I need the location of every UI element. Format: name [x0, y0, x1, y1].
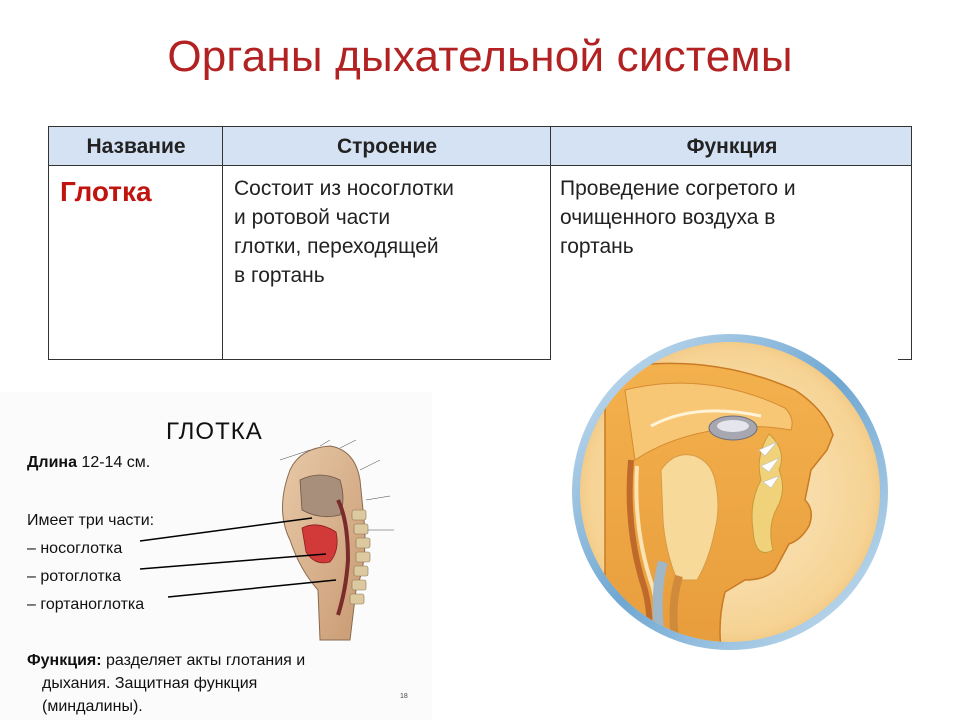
table-divider-2: [550, 126, 551, 360]
function-line: гортань: [560, 235, 634, 258]
table-border-bottom-right: [898, 359, 912, 360]
structure-cell: Состоит из носоглотки и ротовой части гл…: [234, 174, 454, 290]
page-number: 18: [400, 693, 408, 700]
structure-line: и ротовой части: [234, 206, 391, 229]
pharynx-function: Функция: разделяет акты глотания и: [27, 650, 305, 672]
part-nasopharynx: – носоглотка: [27, 540, 123, 557]
pharynx-circle-illustration: [572, 334, 888, 650]
pharynx-length: Длина 12-14 см.: [27, 452, 150, 474]
table-divider-1: [222, 126, 223, 360]
table-border-right: [911, 126, 912, 360]
header-function: Функция: [686, 135, 778, 158]
part-oropharynx: – ротоглотка: [27, 568, 121, 585]
function-line: Проведение согретого и: [560, 177, 796, 200]
function-line: очищенного воздуха в: [560, 206, 776, 229]
slide-title: Органы дыхательной системы: [167, 32, 793, 81]
table-border-bottom: [48, 359, 551, 360]
length-label: Длина: [27, 454, 77, 471]
part-laryngopharynx: – гортаноглотка: [27, 596, 145, 613]
structure-line: глотки, переходящей: [234, 235, 439, 258]
pharynx-figure-title: ГЛОТКА: [166, 418, 263, 445]
sagittal-section-illustration: [279, 440, 394, 641]
header-structure: Строение: [336, 135, 438, 158]
function-cell: Проведение согретого и очищенного воздух…: [560, 174, 796, 261]
function-line: дыхания. Защитная функция: [42, 675, 258, 692]
header-name: Название: [86, 135, 186, 158]
organ-name: Глотка: [60, 176, 152, 207]
structure-line: Состоит из носоглотки: [234, 177, 454, 200]
function-line: (миндалины).: [42, 698, 143, 715]
function-label: Функция:: [27, 652, 102, 669]
length-value: 12-14 см.: [81, 454, 151, 471]
organ-table: Название Строение Функция Глотка Состоит…: [48, 126, 912, 360]
function-line: разделяет акты глотания и: [106, 652, 306, 669]
table-border-left: [48, 126, 49, 360]
structure-line: в гортань: [234, 264, 325, 287]
table-header-row: Название Строение Функция: [48, 126, 912, 166]
parts-intro: Имеет три части:: [27, 512, 155, 529]
